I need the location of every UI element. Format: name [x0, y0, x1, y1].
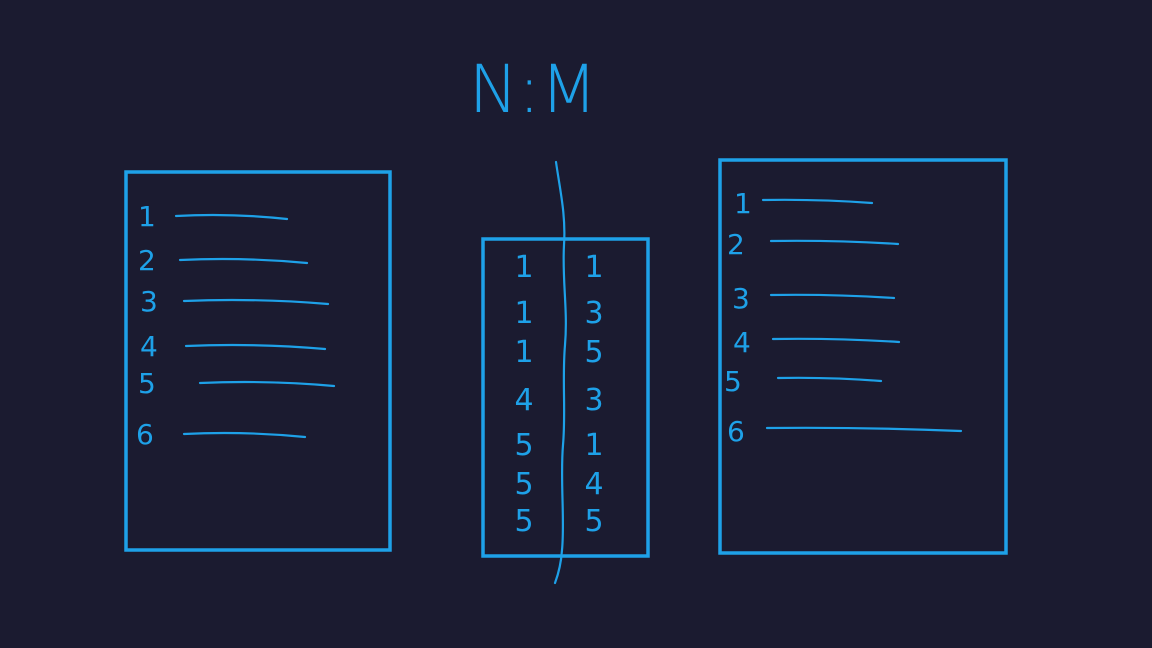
left-row-key: 2	[138, 244, 156, 277]
left-row-value-line	[182, 298, 330, 306]
left-table-border	[124, 170, 392, 552]
left-table: 1 2 3 4 5 6	[124, 170, 392, 552]
junction-right-key: 1	[584, 428, 603, 463]
right-row-key: 3	[732, 282, 750, 315]
junction-right-key: 3	[584, 383, 603, 418]
junction-left-key: 1	[514, 250, 533, 285]
junction-left-key: 4	[514, 383, 533, 418]
right-row-value-line	[776, 376, 883, 383]
right-table-row: 4	[733, 326, 901, 359]
left-table-row: 1	[138, 200, 289, 233]
left-row-value-line	[182, 431, 307, 439]
right-table-row: 5	[724, 365, 883, 398]
right-row-value-line	[771, 337, 901, 344]
left-row-value-line	[184, 343, 327, 351]
junction-right-key: 5	[584, 504, 603, 539]
right-table-row: 2	[727, 228, 900, 261]
left-row-key: 5	[138, 367, 156, 400]
left-row-key: 4	[140, 330, 158, 363]
right-row-value-line	[761, 198, 874, 205]
right-table: 1 2 3 4 5 6	[718, 158, 1008, 555]
left-row-value-line	[198, 380, 336, 388]
right-table-row: 6	[727, 415, 963, 448]
left-row-value-line	[178, 257, 309, 265]
diagram-title: N:M	[469, 51, 598, 128]
right-row-value-line	[765, 426, 963, 433]
right-row-key: 6	[727, 415, 745, 448]
junction-table-border	[481, 237, 650, 558]
junction-divider-line	[553, 160, 567, 585]
left-table-row: 2	[138, 244, 309, 277]
left-row-key: 6	[136, 418, 154, 451]
right-table-border	[718, 158, 1008, 555]
junction-right-key: 4	[584, 467, 603, 502]
junction-left-key: 1	[514, 335, 533, 370]
junction-right-key: 3	[584, 296, 603, 331]
right-row-key: 4	[733, 326, 751, 359]
junction-left-key: 5	[514, 467, 533, 502]
left-table-row: 5	[138, 367, 336, 400]
left-table-row: 3	[140, 285, 330, 318]
right-row-value-line	[769, 239, 900, 246]
left-table-row: 6	[136, 418, 307, 451]
junction-left-key: 5	[514, 504, 533, 539]
junction-left-key: 1	[514, 296, 533, 331]
right-row-value-line	[769, 293, 896, 300]
right-row-key: 5	[724, 365, 742, 398]
left-row-key: 1	[138, 200, 156, 233]
right-table-row: 1	[734, 187, 874, 220]
left-table-row: 4	[140, 330, 327, 363]
right-row-key: 2	[727, 228, 745, 261]
junction-right-key: 5	[584, 335, 603, 370]
junction-left-key: 5	[514, 428, 533, 463]
right-row-key: 1	[734, 187, 752, 220]
left-row-key: 3	[140, 285, 158, 318]
junction-right-key: 1	[584, 250, 603, 285]
right-table-row: 3	[732, 282, 896, 315]
left-row-value-line	[174, 213, 289, 221]
